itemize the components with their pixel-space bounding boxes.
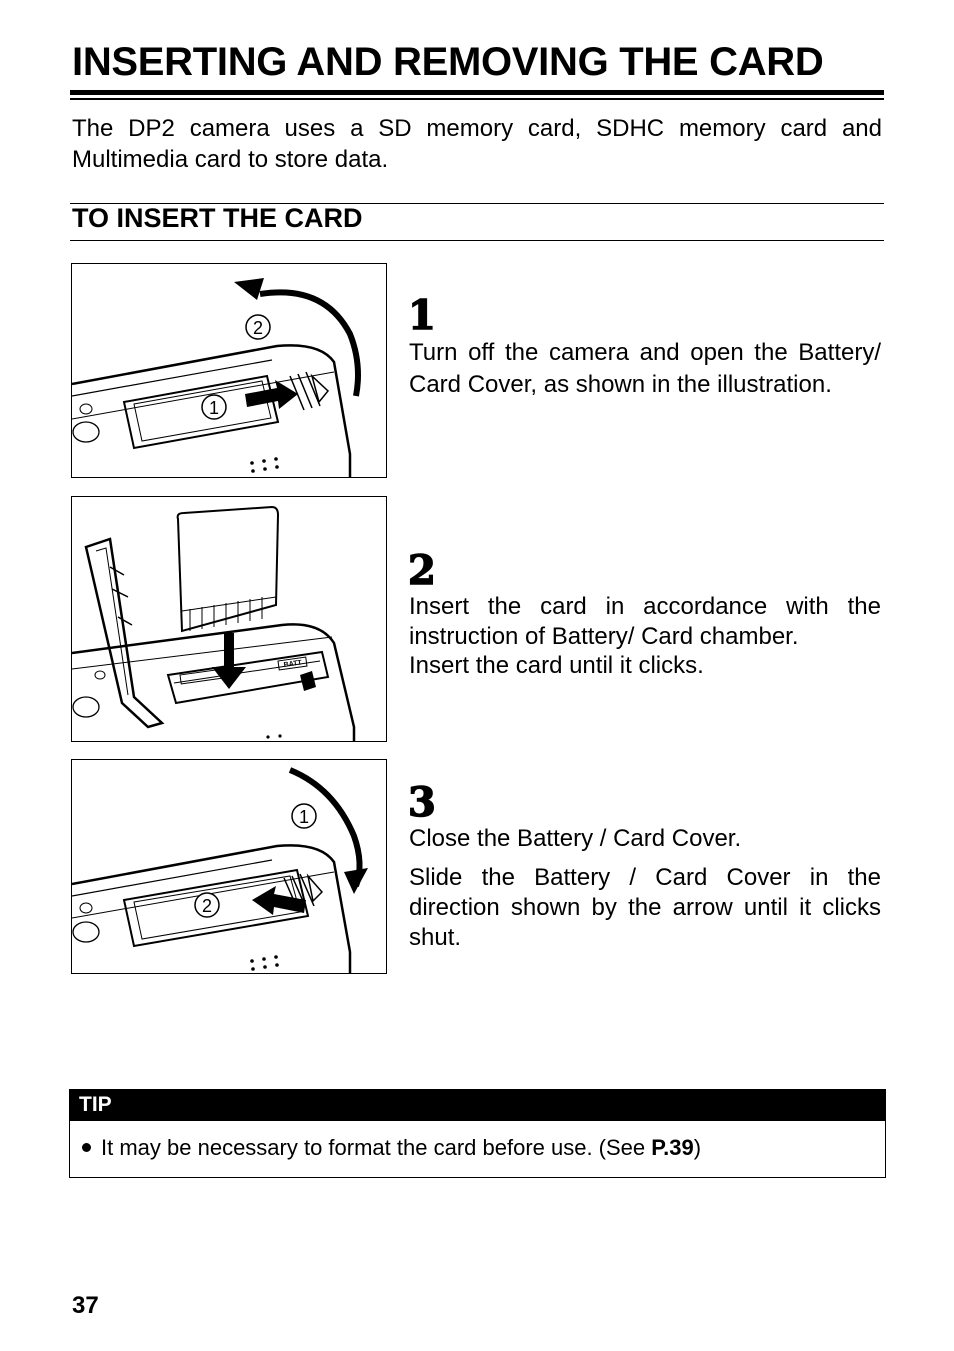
step-1-text: Turn off the camera and open the Battery… — [409, 339, 881, 398]
section-subtitle: TO INSERT THE CARD — [72, 203, 363, 233]
marker-1: 1 — [299, 807, 309, 827]
intro-paragraph: The DP2 camera uses a SD memory card, SD… — [72, 115, 882, 173]
title-rule-thick — [70, 90, 884, 95]
illustration-step-1: 2 1 — [71, 263, 387, 478]
page-title: INSERTING AND REMOVING THE CARD — [72, 40, 824, 84]
tip-page-reference[interactable]: P.39 — [651, 1135, 694, 1160]
step-3-number: 3 — [407, 779, 436, 826]
illustration-step-2: BATT — [71, 496, 387, 742]
page-number: 37 — [72, 1292, 99, 1319]
step-2-number: 2 — [407, 547, 436, 594]
step-1-number: 1 — [407, 292, 436, 339]
marker-2: 2 — [202, 896, 212, 916]
step-3-text-line-2: Slide the Battery / Card Cover in the di… — [409, 864, 881, 951]
tip-header: TIP — [69, 1089, 886, 1121]
title-rule-thin — [70, 98, 884, 100]
subtitle-rule-bottom — [70, 240, 884, 241]
tip-text-end: ) — [693, 1135, 702, 1160]
subtitle-rule-top — [70, 203, 884, 204]
step-2-text-line-1: Insert the card in accordance with the i… — [409, 593, 881, 650]
marker-2: 2 — [253, 318, 263, 338]
marker-1: 1 — [209, 398, 219, 418]
tip-text-body: It may be necessary to format the card b… — [101, 1135, 652, 1160]
tip-box: It may be necessary to format the card b… — [69, 1121, 886, 1178]
batt-label: BATT — [283, 659, 303, 669]
step-2-text-line-2: Insert the card until it clicks. — [409, 652, 704, 679]
tip-label: TIP — [79, 1093, 112, 1116]
tip-text: It may be necessary to format the card b… — [82, 1135, 701, 1161]
bullet-icon — [82, 1143, 91, 1152]
step-3-text-line-1: Close the Battery / Card Cover. — [409, 825, 742, 852]
illustration-step-3: 1 2 — [71, 759, 387, 974]
